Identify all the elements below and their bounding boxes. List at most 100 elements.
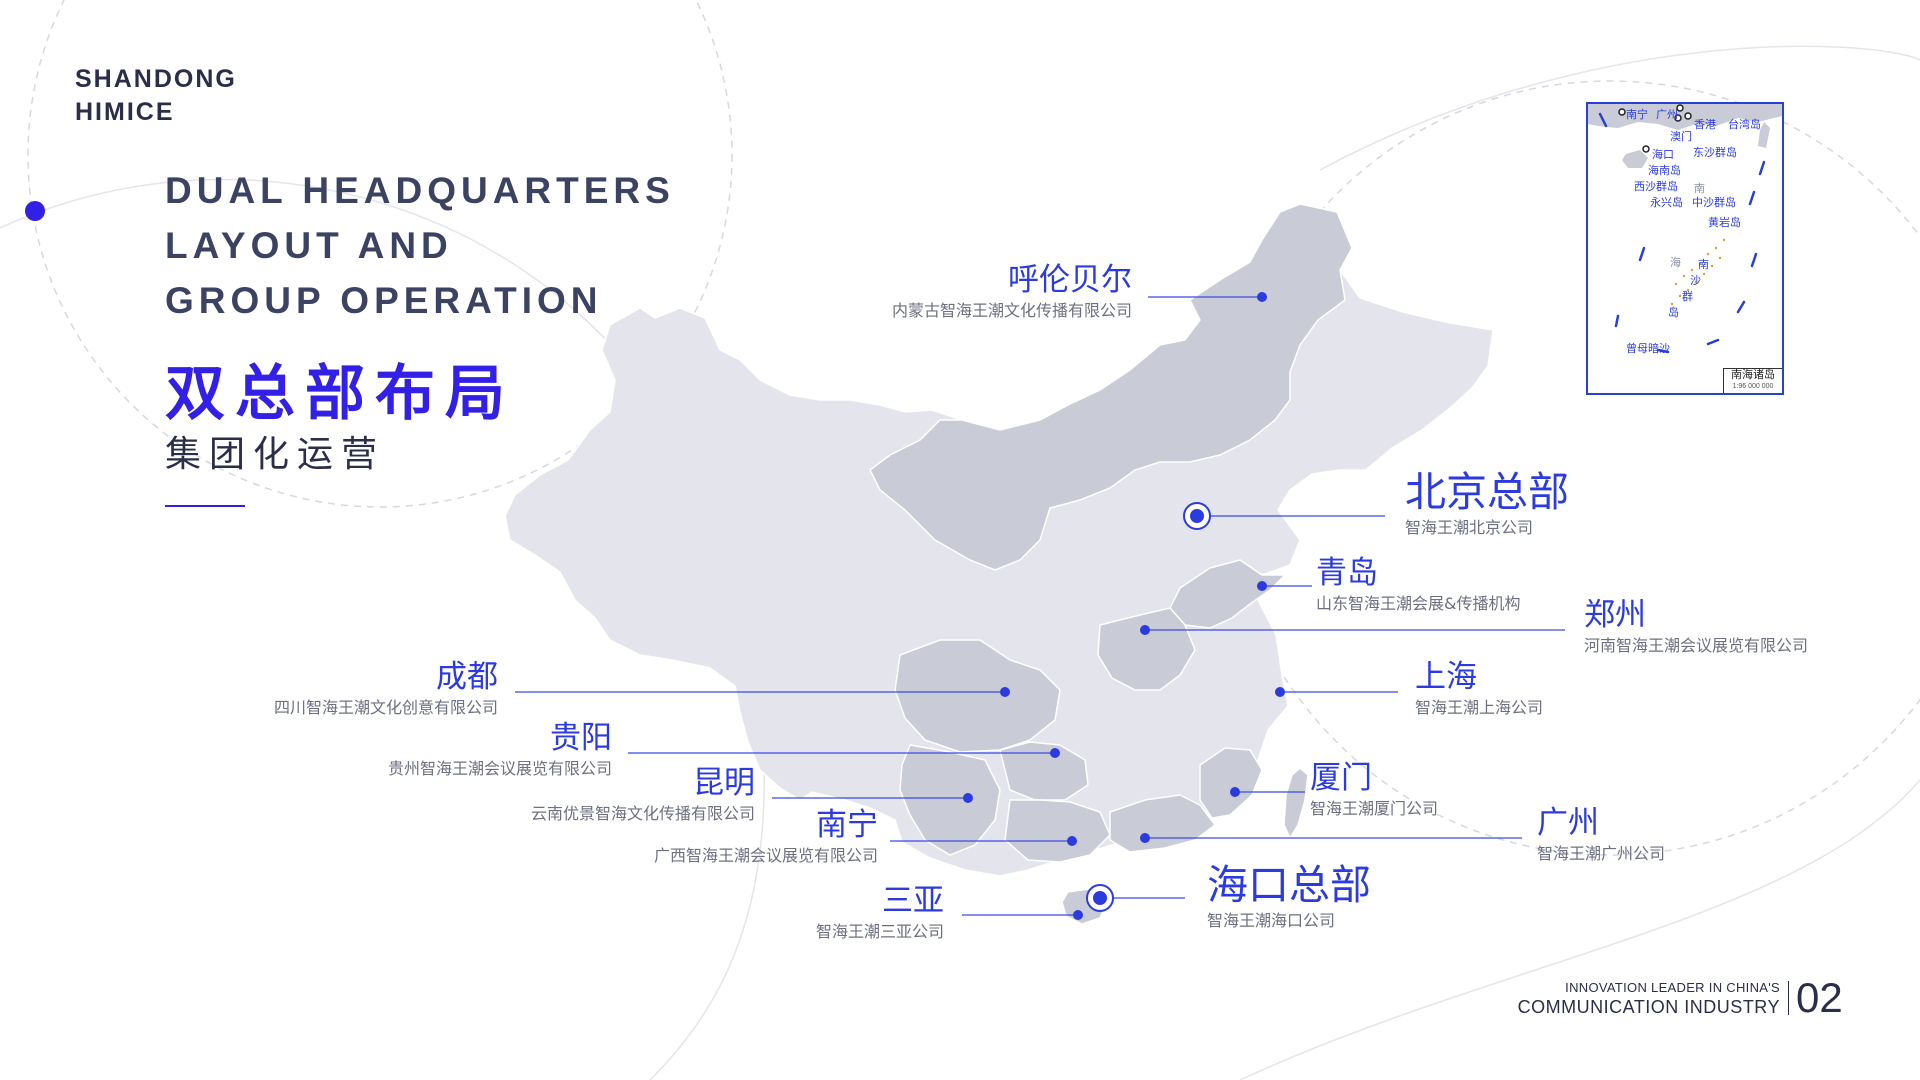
city-name: 海口总部 [1207,861,1371,909]
city-company: 智海王潮广州公司 [1537,844,1666,863]
inset-marker-haikou [1642,145,1650,153]
inset-reefs [1670,238,1726,306]
inset-label-nansha-nan: 南 [1698,258,1709,271]
city-company: 云南优景智海文化传播有限公司 [530,804,755,823]
inset-dash-7 [1656,348,1670,354]
inset-taiwan [1758,122,1770,148]
city-label-beijing: 北京总部 智海王潮北京公司 [1405,469,1569,539]
city-name: 北京总部 [1405,468,1569,516]
inset-dash-5 [1736,300,1746,314]
inset-reef [1710,264,1714,268]
inset-label-yongxing: 永兴岛 [1650,196,1683,209]
footer-tagline: INNOVATION LEADER IN CHINA'S COMMUNICATI… [1518,980,1780,1018]
marker-sanya [1073,910,1083,920]
inset-label-hai: 海 [1670,256,1681,269]
city-label-nanning: 南宁 广西智海王潮会议展览有限公司 [560,807,878,867]
city-company: 广西智海王潮会议展览有限公司 [653,846,878,865]
region-henan [1097,607,1196,691]
city-company: 智海王潮厦门公司 [1310,799,1439,818]
inset-label-hainan: 海南岛 [1648,164,1681,177]
city-label-xiamen: 厦门 智海王潮厦门公司 [1310,760,1438,820]
title-english: DUAL HEADQUARTERS LAYOUT AND GROUP OPERA… [165,163,675,328]
city-label-hulunbuir: 呼伦贝尔 内蒙古智海王潮文化传播有限公司 [840,262,1132,322]
city-name: 昆明 [693,765,755,801]
inset-label-macau: 澳门 [1670,130,1692,143]
inset-label-nansha-sha: 沙 [1690,274,1701,287]
decor-arc-bottom [1239,779,1920,1080]
decor-circle-dashed-left [27,0,733,508]
city-company: 智海王潮三亚公司 [815,922,944,941]
city-markers [963,292,1285,920]
inset-marker-hongkong [1684,112,1692,120]
inset-dash-8 [1614,314,1620,328]
city-name: 青岛 [1316,555,1378,591]
city-label-haikou: 海口总部 智海王潮海口公司 [1207,862,1371,932]
inset-label-nansha-dao: 岛 [1668,306,1679,319]
marker-zhengzhou [1140,625,1150,635]
city-label-qingdao: 青岛 山东智海王潮会展&传播机构 [1316,555,1520,615]
inset-reef [1690,268,1694,272]
city-name: 贵阳 [550,720,612,756]
decor-arc-top [1319,45,1920,171]
region-guangxi [1004,799,1111,863]
footer-separator [1788,981,1789,1015]
inset-label-nan: 南 [1694,182,1705,195]
city-label-guiyang: 贵阳 贵州智海王潮会议展览有限公司 [310,720,612,780]
marker-hulunbuir [1257,292,1267,302]
inset-label-haikou: 海口 [1652,148,1674,161]
city-name: 南宁 [816,807,878,843]
inset-reef [1702,272,1706,276]
marker-xiamen [1230,787,1240,797]
footer-tagline-line-2: COMMUNICATION INDUSTRY [1517,997,1780,1017]
inset-dash-6 [1706,338,1720,346]
region-taiwan [1283,767,1309,840]
city-company: 山东智海王潮会展&传播机构 [1316,594,1521,613]
city-label-kunming: 昆明 云南优景智海文化传播有限公司 [455,765,755,825]
city-label-guangzhou: 广州 智海王潮广州公司 [1537,805,1665,865]
footer-tagline-line-1: INNOVATION LEADER IN CHINA'S [1565,980,1780,995]
inset-dash-2 [1758,160,1766,176]
title-en-line-2: LAYOUT AND [165,225,453,266]
page-number: 02 [1796,974,1843,1021]
brand-logo-text: SHANDONG HIMICE [75,63,237,129]
region-sichuan [894,639,1061,753]
inset-reef [1674,282,1678,286]
inset-dash-1 [1598,112,1608,128]
city-label-zhengzhou: 郑州 河南智海王潮会议展览有限公司 [1584,597,1808,657]
marker-kunming [963,793,973,803]
inset-marker-macau [1674,114,1682,122]
inset-label-zengmu: 曾母暗沙 [1626,342,1670,355]
inset-hainan [1622,150,1648,168]
region-inner-mongolia [869,203,1353,571]
title-en-line-1: DUAL HEADQUARTERS [165,170,675,211]
inset-label-nanning: 南宁 [1626,108,1648,121]
marker-shanghai [1275,687,1285,697]
city-company: 四川智海王潮文化创意有限公司 [273,698,498,717]
city-company: 内蒙古智海王潮文化传播有限公司 [891,301,1132,320]
marker-guiyang [1050,748,1060,758]
city-company: 智海王潮海口公司 [1207,911,1336,930]
leader-lines [515,296,1565,916]
inset-marker-nanning [1618,108,1626,116]
inset-dash-4 [1750,252,1758,268]
inset-city-markers [1618,104,1692,153]
subtitle-chinese: 集团化运营 [165,434,386,475]
brand-line-2: HIMICE [75,98,175,126]
inset-reef [1678,294,1682,298]
title-underline [165,505,245,507]
city-label-shanghai: 上海 智海王潮上海公司 [1415,659,1543,719]
city-name: 郑州 [1584,597,1646,633]
city-name: 上海 [1415,659,1477,695]
title-chinese: 双总部布局 [165,359,515,429]
city-name: 成都 [436,659,498,695]
marker-guangzhou [1140,833,1150,843]
inset-reef [1698,262,1702,266]
city-name: 广州 [1537,805,1599,841]
inset-dash-9 [1638,246,1646,262]
inset-label-taiwan: 台湾岛 [1728,118,1761,131]
city-company: 智海王潮北京公司 [1405,518,1534,537]
inset-legend-title: 南海诸岛 [1731,369,1775,381]
inset-label-hongkong: 香港 [1694,118,1716,131]
